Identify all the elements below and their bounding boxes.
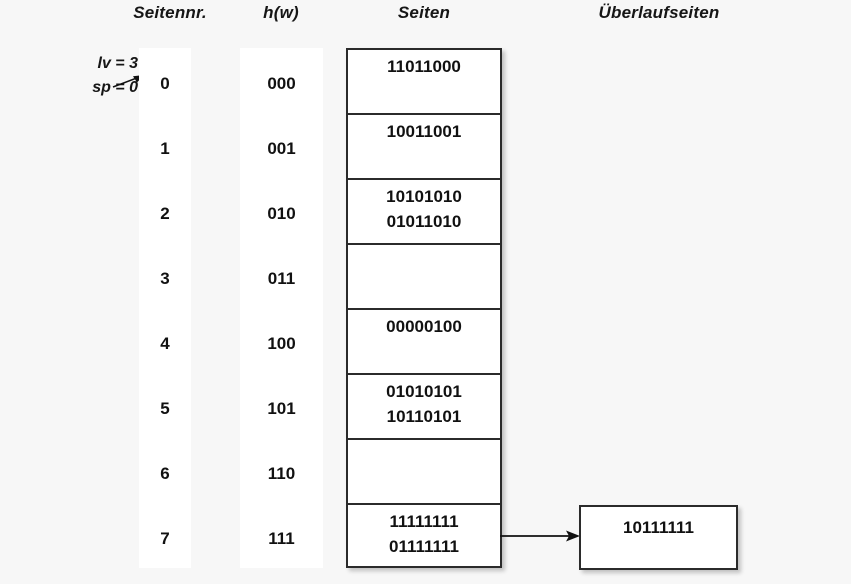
hw-cell: 000	[267, 74, 296, 93]
seiten-entry: 01011010	[386, 212, 462, 231]
seitennr-cell: 6	[160, 464, 170, 483]
seiten-entry: 11011000	[387, 57, 461, 76]
seitennr-cell: 0	[160, 74, 170, 93]
seiten-row-empty	[348, 245, 500, 310]
hw-cell: 011	[267, 269, 296, 288]
overflow-page-box: 10111111	[579, 505, 738, 570]
hw-cell: 100	[267, 334, 296, 353]
seiten-row: 10011001	[348, 115, 500, 180]
hw-cell: 101	[267, 399, 296, 418]
seiten-row-empty	[348, 440, 500, 505]
seiten-row: 01010101 10110101	[348, 375, 500, 440]
hw-cell: 110	[267, 464, 296, 483]
seiten-row: 11111111 01111111	[348, 505, 500, 570]
seiten-entry: 10011001	[386, 122, 462, 141]
seiten-row: 00000100	[348, 310, 500, 375]
overflow-link-arrow-icon	[500, 530, 580, 542]
seiten-entry: 10101010	[386, 187, 462, 206]
seiten-entry: 11111111	[389, 512, 459, 531]
seiten-row: 11011000	[348, 50, 500, 115]
hw-cell: 010	[267, 204, 296, 223]
seitennr-cell: 2	[160, 204, 170, 223]
hw-cell: 001	[267, 139, 296, 158]
param-sp: sp = 0	[92, 79, 138, 96]
seitennr-cell: 5	[160, 399, 170, 418]
seiten-entry: 10110101	[386, 407, 462, 426]
seiten-entry: 01111111	[388, 537, 459, 556]
seiten-table: 11011000 10011001 10101010 01011010 0000…	[346, 48, 502, 568]
seiten-entry: 01010101	[386, 382, 462, 401]
seitennr-cell: 4	[160, 334, 170, 353]
column-header-ueberlaufseiten: Überlaufseiten	[598, 3, 720, 22]
seitennr-cell: 3	[160, 269, 170, 288]
hw-cell: 111	[268, 529, 295, 548]
seiten-row: 10101010 01011010	[348, 180, 500, 245]
hw-column-strip	[240, 48, 323, 568]
column-header-seitennr: Seitennr.	[133, 3, 207, 22]
seitennr-cell: 7	[160, 529, 170, 548]
seitennr-column-strip	[139, 48, 191, 568]
param-lv: lv = 3	[97, 55, 138, 72]
column-header-hw: h(w)	[263, 3, 299, 22]
overflow-entry: 10111111	[623, 518, 694, 537]
seiten-entry: 00000100	[386, 317, 462, 336]
parameter-annotation: lv = 3 sp = 0	[34, 52, 138, 100]
seitennr-cell: 1	[160, 139, 170, 158]
column-header-seiten: Seiten	[397, 3, 451, 22]
